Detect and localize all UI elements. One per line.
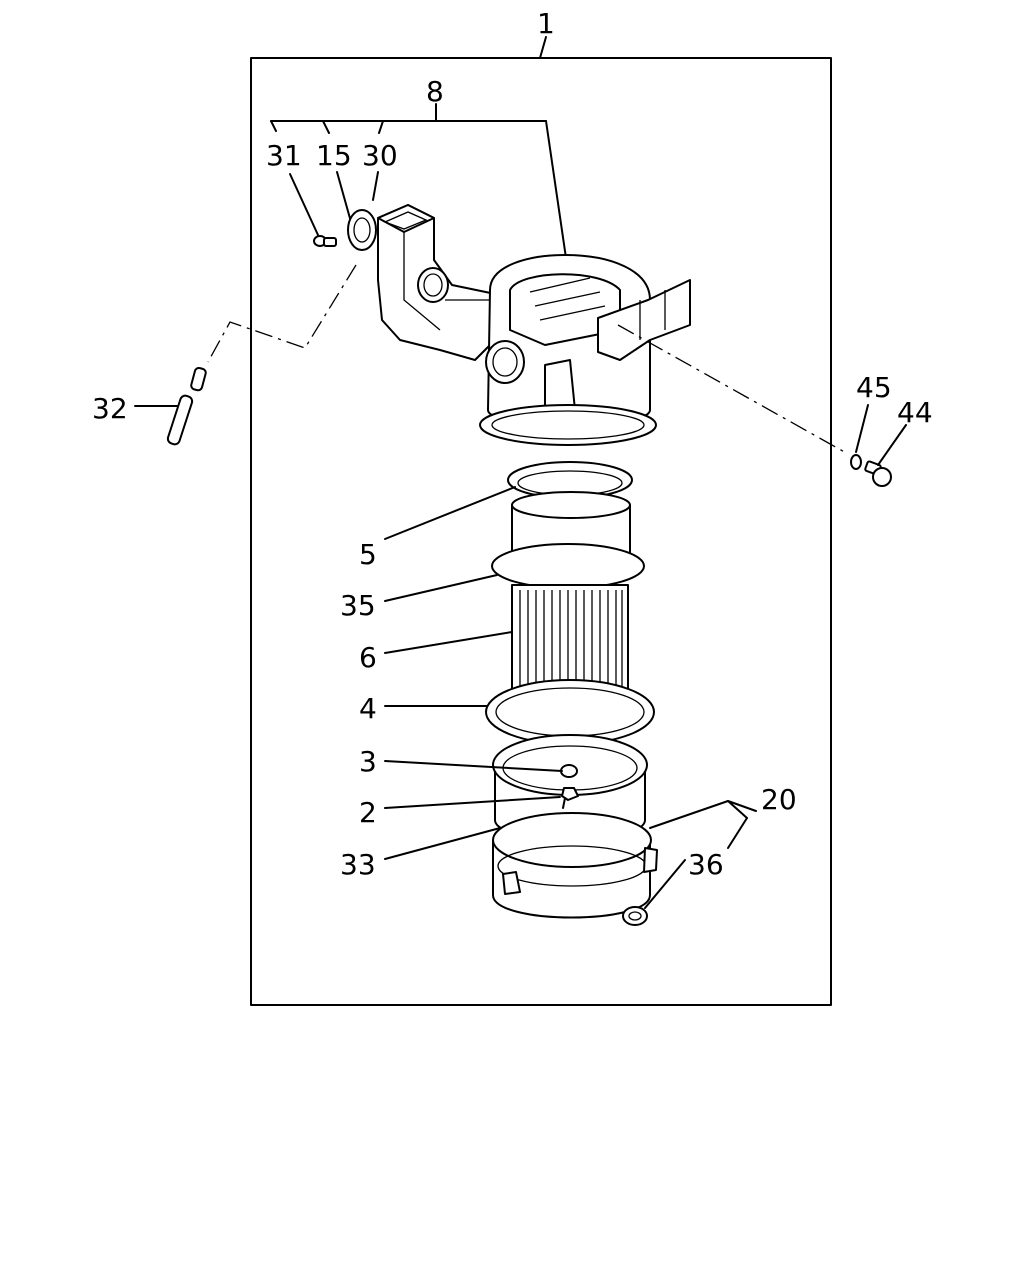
leader-30 bbox=[372, 171, 379, 201]
callout-6: 6 bbox=[359, 641, 377, 674]
callout-4: 4 bbox=[359, 692, 377, 725]
leader-2 bbox=[384, 796, 561, 809]
callout-15: 15 bbox=[316, 139, 352, 172]
callout-30: 30 bbox=[362, 139, 398, 172]
leader-31 bbox=[289, 173, 319, 236]
callout-1: 1 bbox=[537, 7, 555, 40]
leader-35 bbox=[384, 574, 498, 602]
assembly-frame bbox=[250, 57, 832, 1006]
leader-32-dashed bbox=[207, 264, 357, 363]
leader-6 bbox=[384, 631, 513, 654]
pin-32 bbox=[166, 366, 207, 446]
leader-44 bbox=[877, 424, 907, 466]
housing-body-8 bbox=[479, 254, 691, 446]
callout-31: 31 bbox=[266, 139, 302, 172]
filter-pleats bbox=[519, 590, 623, 720]
valve-2 bbox=[561, 787, 579, 809]
callout-33: 33 bbox=[340, 848, 376, 881]
frame-leader-1 bbox=[539, 36, 547, 59]
callout-3: 3 bbox=[359, 745, 377, 778]
leader-33 bbox=[384, 827, 501, 860]
clamp-band-20 bbox=[492, 812, 658, 919]
leader-45-44-dashed bbox=[617, 324, 849, 455]
screw-31 bbox=[313, 235, 337, 247]
callout-8-bracket bbox=[270, 103, 567, 259]
callout-32: 32 bbox=[92, 392, 128, 425]
bolt-44 bbox=[864, 460, 892, 487]
callout-36: 36 bbox=[688, 848, 724, 881]
leader-36 bbox=[644, 859, 686, 909]
callout-35: 35 bbox=[340, 589, 376, 622]
callout-5: 5 bbox=[359, 538, 377, 571]
callout-20: 20 bbox=[761, 783, 797, 816]
drain-cap-36 bbox=[622, 906, 648, 926]
leader-45 bbox=[855, 404, 869, 453]
callout-8: 8 bbox=[426, 75, 444, 108]
callout-44: 44 bbox=[897, 396, 933, 429]
intake-duct bbox=[347, 204, 506, 361]
leader-15 bbox=[336, 171, 352, 223]
leader-5 bbox=[384, 486, 516, 540]
callout-45: 45 bbox=[856, 371, 892, 404]
leader-3 bbox=[384, 760, 563, 772]
washer-45 bbox=[850, 454, 862, 470]
callout-2: 2 bbox=[359, 796, 377, 829]
callout-20-bracket bbox=[649, 800, 757, 849]
nut-3 bbox=[560, 764, 578, 778]
